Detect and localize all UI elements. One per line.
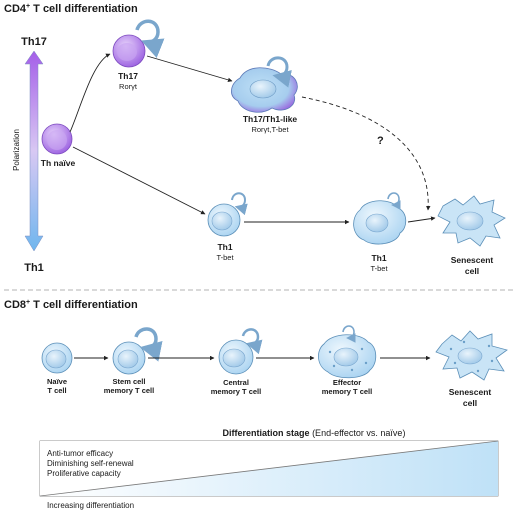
polarization-label: Polarization [12, 129, 21, 171]
th1-1-label: Th1 [217, 242, 232, 252]
differentiation-gradient-box [39, 440, 499, 497]
cd4-title: CD4+ T cell differentiation [4, 3, 138, 15]
stem-memory-self-renewal-icon [134, 327, 163, 362]
cd8-naive-label-2: T cell [47, 386, 66, 395]
cd8-stem-label-2: memory T cell [104, 386, 154, 395]
cd4-senescent-label-1: Senescent [451, 255, 494, 265]
cd8-effector-label-1: Effector [333, 378, 361, 387]
cd8-central-label-1: Central [223, 378, 249, 387]
axis-top-label: Th17 [21, 36, 47, 48]
cd8-effector-label-2: memory T cell [322, 387, 372, 396]
th-naive-cell [41, 123, 73, 155]
cd4-senescent-cell [437, 195, 506, 247]
th1-1-self-renewal-icon [231, 192, 248, 216]
th1-2-marker: T-bet [370, 264, 388, 273]
decreasing-property-3: Proliferative capacity [47, 469, 121, 478]
polarization-double-arrow [24, 50, 44, 252]
decreasing-property-2: Diminishing self-renewal [47, 459, 134, 468]
cd8-senescent-cell [435, 330, 508, 381]
th17-self-renewal-icon [135, 19, 165, 58]
arrow-th1-to-senescent [407, 216, 436, 223]
cd4-senescent-label-2: cell [465, 266, 479, 276]
cd8-title: CD8+ T cell differentiation [4, 299, 138, 311]
cd8-stem-memory-cell [112, 341, 146, 375]
cd8-central-label-2: memory T cell [211, 387, 261, 396]
th1-1-marker: T-bet [216, 253, 234, 262]
th17-th1-like-cell [231, 67, 298, 113]
cd8-central-memory-cell [218, 339, 254, 375]
arrow-naive-to-th1 [72, 146, 206, 215]
cd8-naive-label-1: Naïve [47, 377, 67, 386]
th17-label: Th17 [118, 71, 138, 81]
th17-th1-self-renewal-icon [266, 56, 292, 88]
th17-marker: Rorγt [119, 82, 138, 91]
th-naive-label: Th naïve [41, 158, 76, 168]
cd8-effector-memory-cell [318, 334, 377, 379]
th1-cell-2 [353, 200, 407, 245]
decreasing-property-1: Anti-tumor efficacy [47, 449, 113, 458]
th17-th1-like-marker: Rorγt,T-bet [251, 125, 289, 134]
th17-cell [112, 34, 146, 68]
cd8-naive-cell [41, 342, 73, 374]
question-mark: ? [377, 135, 384, 147]
central-memory-self-renewal-icon [241, 328, 263, 355]
dashed-arrow-th17th1-to-senescent [301, 96, 431, 211]
cd8-stem-label-1: Stem cell [113, 377, 146, 386]
th17-th1-like-label: Th17/Th1-like [243, 114, 298, 124]
cd8-senescent-label-2: cell [463, 398, 477, 408]
th1-2-self-renewal-icon [387, 192, 401, 210]
stage-title: Differentiation stage (End-effector vs. … [223, 428, 406, 438]
arrow-th17-to-th17th1 [146, 55, 233, 83]
th1-cell-1 [207, 203, 241, 237]
th1-2-label: Th1 [371, 253, 386, 263]
cd8-senescent-label-1: Senescent [449, 387, 492, 397]
axis-bottom-label: Th1 [24, 262, 44, 274]
increasing-differentiation-label: Increasing differentiation [47, 501, 134, 510]
arrow-naive-to-th17 [69, 53, 111, 133]
effector-memory-self-renewal-icon [342, 325, 356, 343]
